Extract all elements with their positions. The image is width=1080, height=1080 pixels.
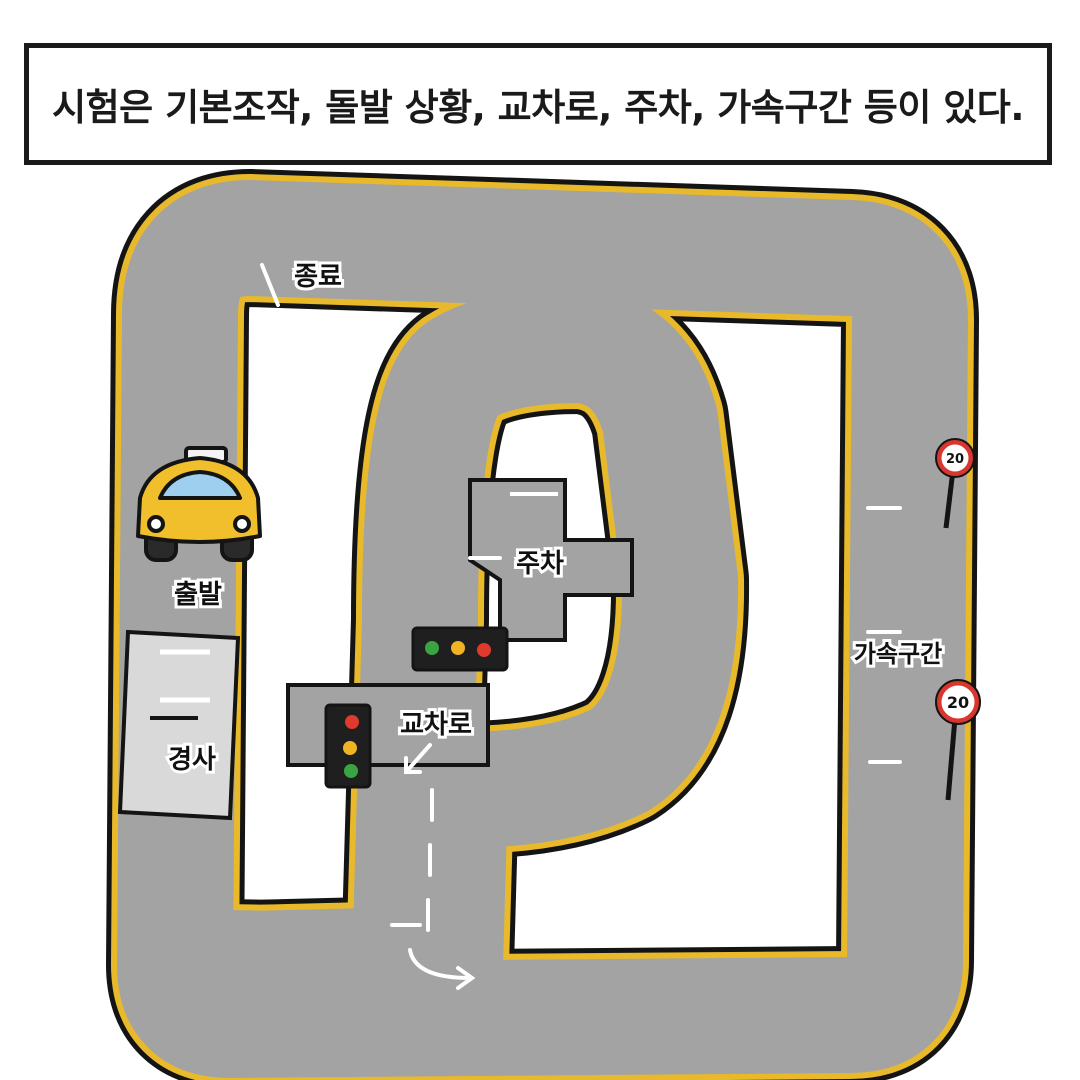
intersection-label: 교차로 bbox=[400, 710, 472, 740]
start-label: 출발 bbox=[174, 580, 222, 610]
speed-limit-sign-icon: 20 bbox=[935, 679, 981, 801]
road-network bbox=[106, 169, 979, 1080]
taxi-icon bbox=[136, 446, 262, 562]
speed-limit-sign-icon: 20 bbox=[935, 438, 975, 529]
traffic-light-icon bbox=[411, 626, 509, 672]
caption-text: 시험은 기본조작, 돌발 상황, 교차로, 주차, 가속구간 등이 있다. bbox=[52, 86, 1024, 129]
intersection-crossbar bbox=[286, 683, 490, 767]
turn-arrow-icon bbox=[408, 948, 476, 990]
outer-loop-road bbox=[117, 180, 968, 1078]
speed-sign-value: 20 bbox=[947, 693, 969, 712]
parking-bay bbox=[468, 478, 634, 642]
caption-box: 시험은 기본조작, 돌발 상황, 교차로, 주차, 가속구간 등이 있다. bbox=[24, 43, 1052, 165]
speed-sign-value: 20 bbox=[946, 452, 964, 467]
lane-markings bbox=[260, 263, 902, 990]
slope-zone bbox=[117, 629, 241, 821]
parking-label: 주차 bbox=[516, 549, 564, 579]
slope-label: 경사 bbox=[168, 745, 216, 775]
traffic-light-icon bbox=[324, 703, 372, 789]
finish-label: 종료 bbox=[294, 262, 342, 292]
acceleration-label: 가속구간 bbox=[854, 640, 942, 668]
turn-arrow-icon bbox=[404, 743, 432, 774]
inner-road bbox=[122, 287, 739, 1027]
